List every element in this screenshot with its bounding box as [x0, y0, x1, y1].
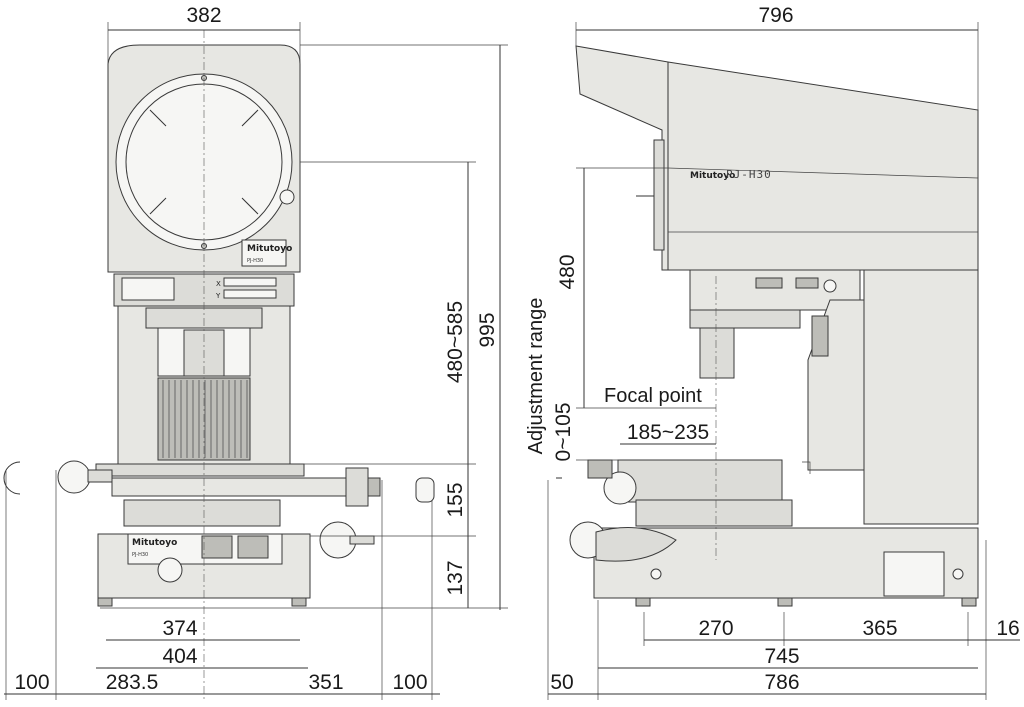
- side-view: Mitutoyo PJ-H30: [556, 45, 979, 607]
- dim-rear-edge: 16: [996, 617, 1019, 640]
- x-micrometer-head-icon: [57, 460, 91, 494]
- focal-point-label: Focal point: [604, 385, 702, 407]
- dim-base-width: 374: [162, 617, 197, 640]
- dim-left-offset: 100: [14, 671, 49, 694]
- base-brand-text: Mitutoyo: [132, 538, 177, 548]
- axis-y-label: Y: [215, 292, 221, 300]
- front-dimensions: 382 995 480~585 155 137 374 404 100 283.…: [4, 4, 508, 700]
- x-micrometer-ghost-icon: [3, 461, 21, 495]
- dim-screen-height: 480~585: [444, 301, 467, 383]
- adjustment-range-label: Adjustment range: [525, 298, 547, 455]
- side-stage: [617, 459, 783, 503]
- side-brand-text: Mitutoyo: [690, 171, 735, 181]
- port3-icon: [823, 279, 837, 293]
- side-rear-column: [863, 269, 979, 525]
- screen-knob-icon: [279, 189, 295, 205]
- y-micrometer-icon: [345, 467, 369, 507]
- side-dimensions: 796 480 Adjustment range 0~105 Focal poi…: [525, 4, 1020, 700]
- front-view: Mitutoyo PJ-H30 X Y: [3, 30, 435, 700]
- dim-rear-offset: 365: [862, 617, 897, 640]
- side-model-text: PJ-H30: [726, 168, 772, 181]
- micrometer-ghost-icon: [415, 477, 435, 503]
- dim-overall-depth: 786: [764, 671, 799, 694]
- dim-focal-range: 185~235: [627, 421, 709, 444]
- power-switch-icon: [201, 535, 233, 559]
- dim-stage-height: 155: [444, 482, 467, 517]
- dim-left-travel: 283.5: [106, 671, 159, 694]
- side-lens: [699, 327, 735, 379]
- dim-front-width: 382: [186, 4, 221, 27]
- power-inlet-icon: [883, 551, 945, 597]
- adjustment-range-value: 0~105: [552, 403, 575, 462]
- lamp-switch-icon: [237, 535, 269, 559]
- side-micrometer-icon: [603, 471, 637, 505]
- port2-icon: [795, 277, 819, 289]
- dim-foot-span: 404: [162, 645, 197, 668]
- dim-rear-foot-span: 270: [698, 617, 733, 640]
- dim-front-offset: 50: [550, 671, 573, 694]
- base-model-text: PJ-H30: [132, 552, 148, 558]
- dim-total-depth: 796: [758, 4, 793, 27]
- side-screen-hood: [575, 45, 979, 271]
- xy-stage-slide: [111, 477, 353, 497]
- dim-right-travel: 351: [308, 671, 343, 694]
- dim-base-height: 137: [444, 560, 467, 595]
- front-brand-text: Mitutoyo: [247, 244, 292, 254]
- axis-x-label: X: [216, 280, 221, 288]
- stage-carriage: [123, 499, 281, 527]
- dim-screen-to-focal: 480: [556, 254, 579, 289]
- front-nameplate: [241, 239, 287, 267]
- dim-right-offset: 100: [392, 671, 427, 694]
- dim-total-height: 995: [476, 312, 499, 347]
- front-model-text: PJ-H30: [247, 258, 263, 264]
- xy-stage-top: [95, 463, 305, 477]
- port-icon: [755, 277, 783, 289]
- dim-base-depth: 745: [764, 645, 799, 668]
- focus-knob-icon: [157, 557, 183, 583]
